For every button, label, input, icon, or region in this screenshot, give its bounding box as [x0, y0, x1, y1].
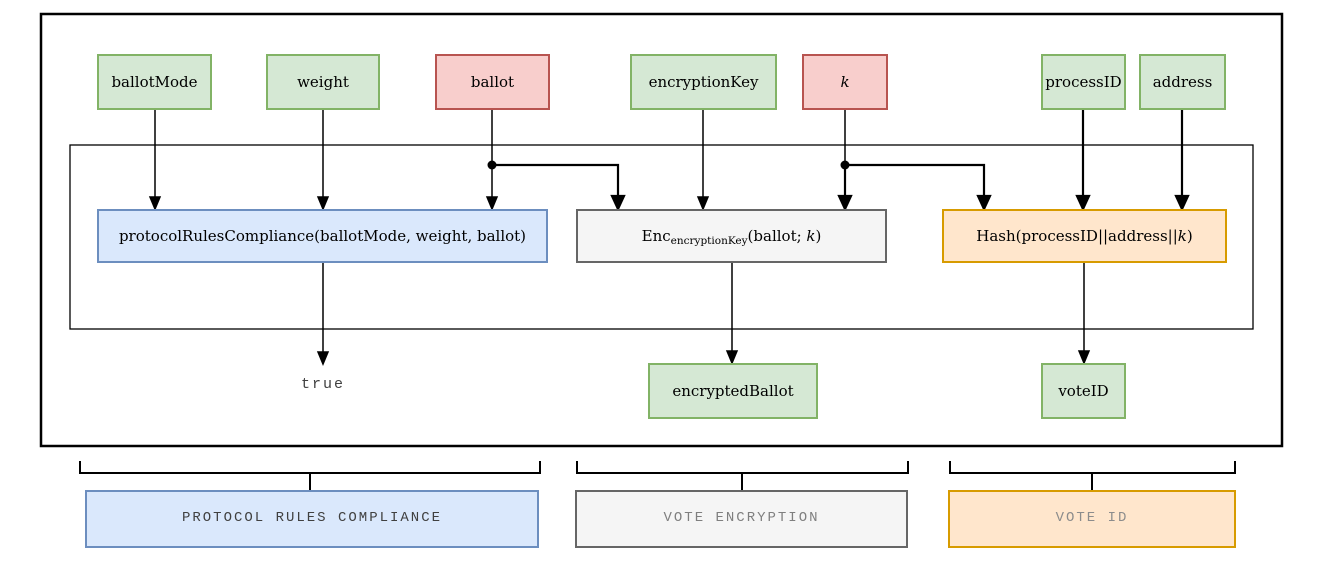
node-address-label: address — [1152, 72, 1213, 91]
node-ballot-mode-label: ballotMode — [111, 72, 198, 91]
inner-frame — [69, 144, 1254, 330]
node-encrypted-ballot: encryptedBallot — [648, 363, 818, 419]
section-vote-id-text: VOTE ID — [1055, 510, 1129, 527]
brace-protocol-rules — [79, 461, 541, 490]
node-ballot: ballot — [435, 54, 550, 110]
arrowhead-k-branch — [976, 194, 992, 212]
arrowhead-ballot — [485, 196, 499, 211]
arrowhead-ballotmode — [148, 196, 162, 211]
enc-args-open: (ballot; — [747, 226, 807, 245]
section-label-vote-encryption: VOTE ENCRYPTION — [575, 490, 908, 548]
arrowhead-encryptionkey — [696, 196, 710, 211]
arrow-ballot-branch-to-enc — [492, 163, 620, 197]
section-label-vote-id: VOTE ID — [948, 490, 1236, 548]
junction-dot-k — [840, 160, 850, 170]
output-true: true — [300, 376, 345, 393]
node-vote-id-function: Hash(processID||address||k) — [942, 209, 1227, 263]
enc-k: k — [806, 226, 816, 245]
hash-k: k — [1177, 226, 1187, 245]
arrowhead-encryptedballot — [725, 350, 739, 365]
node-vote-id-output: voteID — [1041, 363, 1126, 419]
node-vote-encryption-function: EncencryptionKey(ballot; k) — [576, 209, 887, 263]
hash-args: Hash(processID||address|| — [976, 226, 1178, 245]
section-protocol-rules-text: PROTOCOL RULES COMPLIANCE — [181, 510, 443, 527]
node-protocol-rules-compliance: protocolRulesCompliance(ballotMode, weig… — [97, 209, 548, 263]
hash-function-label: Hash(processID||address||k) — [976, 228, 1192, 245]
node-ballot-mode: ballotMode — [97, 54, 212, 110]
arrowhead-processid — [1075, 194, 1091, 212]
vote-id-output-label: voteID — [1058, 381, 1109, 400]
node-weight: weight — [266, 54, 380, 110]
enc-subscript: encryptionKey — [670, 234, 748, 247]
arrowhead-voteid — [1077, 350, 1091, 365]
arrowhead-true — [316, 351, 330, 366]
arrowhead-k — [837, 194, 853, 212]
section-label-protocol-rules-compliance: PROTOCOL RULES COMPLIANCE — [85, 490, 539, 548]
brace-vote-id — [949, 461, 1236, 490]
node-process-id-label: processID — [1045, 72, 1122, 91]
arrowhead-weight — [316, 196, 330, 211]
brace-vote-encryption — [576, 461, 909, 490]
enc-function-label: EncencryptionKey(ballot; k) — [641, 226, 822, 247]
node-process-id: processID — [1041, 54, 1126, 110]
enc-args-close: ) — [815, 226, 822, 245]
hash-close: ) — [1186, 226, 1193, 245]
protocol-rules-compliance-label: protocolRulesCompliance(ballotMode, weig… — [118, 226, 527, 245]
arrowhead-address — [1174, 194, 1190, 212]
node-address: address — [1139, 54, 1226, 110]
node-k: k — [802, 54, 888, 110]
arrowhead-ballot-branch — [610, 194, 626, 212]
node-k-label: k — [840, 72, 850, 91]
enc-base: Enc — [641, 226, 671, 245]
outer-frame — [39, 12, 1284, 448]
node-ballot-label: ballot — [470, 72, 515, 91]
node-encryption-key-label: encryptionKey — [648, 72, 759, 91]
section-vote-encryption-text: VOTE ENCRYPTION — [663, 510, 820, 527]
node-encryption-key: encryptionKey — [630, 54, 777, 110]
node-weight-label: weight — [297, 72, 349, 91]
arrow-k-branch-to-hash — [845, 163, 986, 197]
encrypted-ballot-label: encryptedBallot — [672, 381, 794, 400]
junction-dot-ballot — [487, 160, 497, 170]
